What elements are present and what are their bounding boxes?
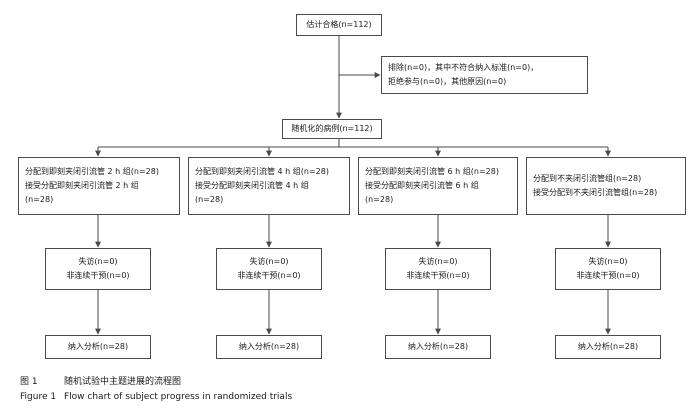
allocation-line-2: 接受分配即刻夹闭引流管 6 h 组 <box>365 181 479 190</box>
analysis-line-1: 纳入分析(n=28) <box>238 342 300 351</box>
allocation-line-1: 分配到即刻夹闭引流管 6 h 组(n=28) <box>365 167 499 176</box>
randomized-box: 随机化的病例(n=112) <box>282 119 382 139</box>
excluded-box: 排除(n=0)，其中不符合纳入标准(n=0)， 拒绝参与(n=0)，其他原因(n… <box>381 56 588 94</box>
allocation-line-1: 分配到即刻夹闭引流管 4 h 组(n=28) <box>195 167 329 176</box>
allocation-line-3: (n=28) <box>25 195 54 204</box>
allocation-box-group-1: 分配到即刻夹闭引流管 2 h 组(n=28) 接受分配即刻夹闭引流管 2 h 组… <box>18 157 180 215</box>
analysis-box-group-2: 纳入分析(n=28) <box>216 335 322 359</box>
allocation-line-3: (n=28) <box>195 195 224 204</box>
allocation-box-group-2: 分配到即刻夹闭引流管 4 h 组(n=28) 接受分配即刻夹闭引流管 4 h 组… <box>188 157 350 215</box>
analysis-box-group-3: 纳入分析(n=28) <box>385 335 491 359</box>
followup-box-group-2: 失访(n=0) 非连续干预(n=0) <box>216 248 322 290</box>
excluded-line-1: 排除(n=0)，其中不符合纳入标准(n=0)， <box>388 63 539 72</box>
caption-chinese: 图 1 随机试验中主题进展的流程图 <box>20 376 181 388</box>
analysis-line-1: 纳入分析(n=28) <box>67 342 129 351</box>
analysis-line-1: 纳入分析(n=28) <box>577 342 639 351</box>
followup-line-2: 非连续干预(n=0) <box>66 271 130 280</box>
allocation-box-group-4: 分配到不夹闭引流管组(n=28) 接受分配到不夹闭引流管组(n=28) <box>526 157 686 215</box>
allocation-box-group-3: 分配到即刻夹闭引流管 6 h 组(n=28) 接受分配即刻夹闭引流管 6 h 组… <box>358 157 518 215</box>
excluded-line-2: 拒绝参与(n=0)，其他原因(n=0) <box>388 77 507 86</box>
analysis-box-group-1: 纳入分析(n=28) <box>45 335 151 359</box>
allocation-line-2: 接受分配即刻夹闭引流管 2 h 组 <box>25 181 139 190</box>
analysis-box-group-4: 纳入分析(n=28) <box>555 335 661 359</box>
allocation-line-2: 接受分配到不夹闭引流管组(n=28) <box>533 188 658 197</box>
followup-line-2: 非连续干预(n=0) <box>237 271 301 280</box>
analysis-line-1: 纳入分析(n=28) <box>407 342 469 351</box>
followup-box-group-1: 失访(n=0) 非连续干预(n=0) <box>45 248 151 290</box>
allocation-line-3: (n=28) <box>365 195 394 204</box>
followup-line-1: 失访(n=0) <box>78 257 118 266</box>
screened-line-1: 估计合格(n=112) <box>306 20 372 29</box>
caption-english: Figure 1 Flow chart of subject progress i… <box>20 391 292 403</box>
followup-line-1: 失访(n=0) <box>249 257 289 266</box>
allocation-line-1: 分配到不夹闭引流管组(n=28) <box>533 174 642 183</box>
caption-cn-number: 图 1 <box>20 377 38 387</box>
caption-en-number: Figure 1 <box>20 392 57 402</box>
followup-line-2: 非连续干预(n=0) <box>406 271 470 280</box>
allocation-line-1: 分配到即刻夹闭引流管 2 h 组(n=28) <box>25 167 159 176</box>
allocation-line-2: 接受分配即刻夹闭引流管 4 h 组 <box>195 181 309 190</box>
randomized-line-1: 随机化的病例(n=112) <box>291 124 373 133</box>
followup-line-1: 失访(n=0) <box>418 257 458 266</box>
followup-box-group-3: 失访(n=0) 非连续干预(n=0) <box>385 248 491 290</box>
followup-box-group-4: 失访(n=0) 非连续干预(n=0) <box>555 248 661 290</box>
followup-line-2: 非连续干预(n=0) <box>576 271 640 280</box>
caption-cn-text: 随机试验中主题进展的流程图 <box>64 377 182 387</box>
caption-en-text: Flow chart of subject progress in random… <box>64 392 293 402</box>
screened-box: 估计合格(n=112) <box>296 14 382 36</box>
followup-line-1: 失访(n=0) <box>588 257 628 266</box>
